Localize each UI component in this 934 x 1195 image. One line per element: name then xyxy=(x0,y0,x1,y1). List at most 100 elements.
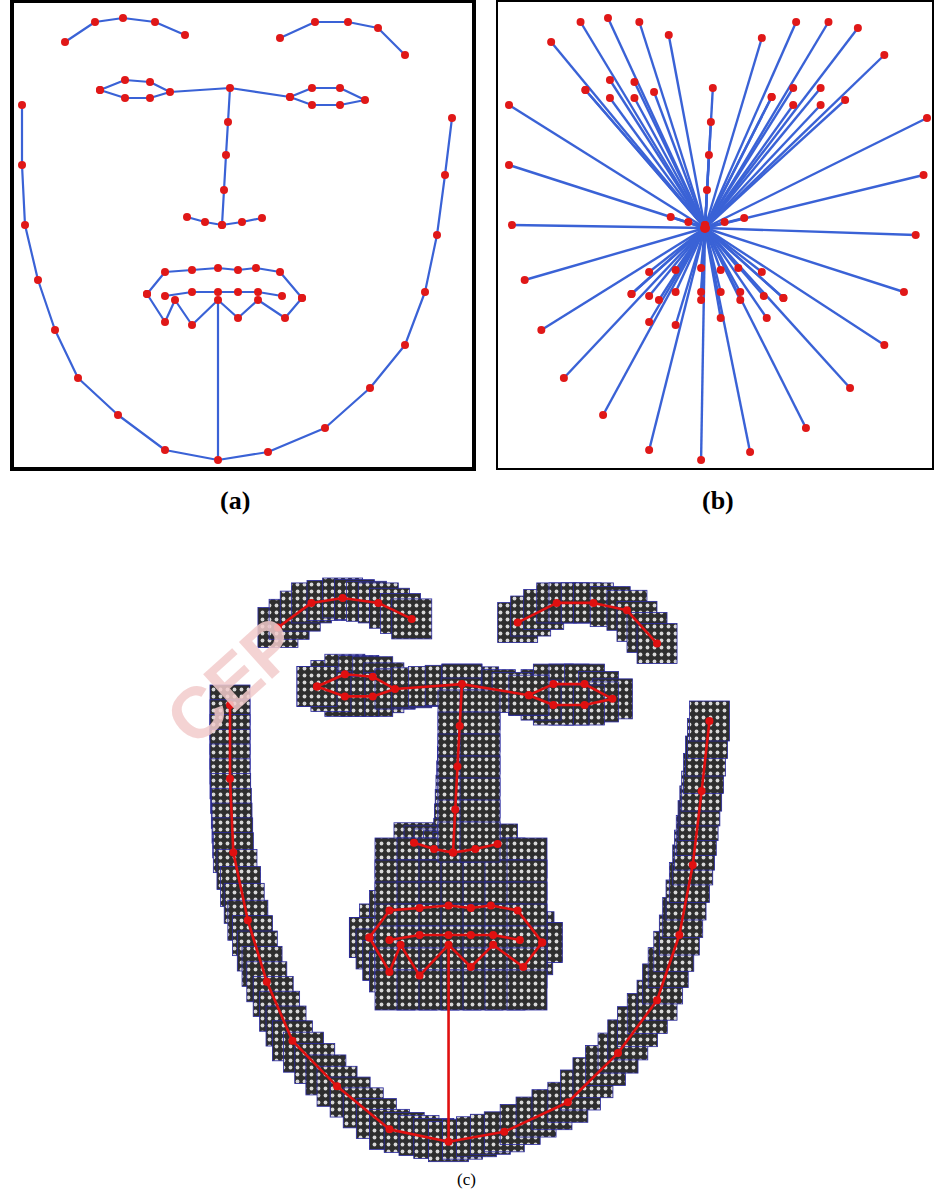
landmark-dot xyxy=(166,88,174,96)
landmark-dot xyxy=(410,839,418,847)
landmark-dot xyxy=(441,171,449,179)
landmark-dot xyxy=(606,94,614,102)
star-spoke xyxy=(705,228,904,292)
landmark-dot xyxy=(614,1049,622,1057)
star-spoke xyxy=(705,228,916,235)
landmark-dot xyxy=(467,963,475,971)
star-spoke xyxy=(705,100,845,228)
texture-patch xyxy=(507,970,547,1010)
star-spoke xyxy=(701,228,705,460)
panel-label: (a) xyxy=(220,486,250,516)
landmark-dot xyxy=(763,314,771,322)
landmark-dot xyxy=(161,292,169,300)
landmark-dot xyxy=(222,151,230,159)
landmark-dot xyxy=(665,31,673,39)
landmark-dot xyxy=(218,221,226,229)
landmark-dot xyxy=(505,161,513,169)
landmark-dot xyxy=(846,384,854,392)
landmark-dot xyxy=(705,151,713,159)
landmark-dot xyxy=(560,374,568,382)
landmark-dot xyxy=(717,288,725,296)
star-spoke xyxy=(705,88,713,228)
star-spoke xyxy=(705,228,806,428)
landmark-dot xyxy=(408,615,416,623)
landmark-dot xyxy=(645,446,653,454)
landmark-dot xyxy=(758,268,766,276)
landmark-dot xyxy=(276,34,284,42)
landmark-dot xyxy=(188,266,196,274)
landmark-dot xyxy=(487,902,495,910)
landmark-dot xyxy=(581,86,589,94)
landmark-dot xyxy=(734,264,742,272)
landmark-dot xyxy=(489,931,497,939)
landmark-dot xyxy=(74,374,82,382)
landmark-edge xyxy=(165,292,282,296)
landmark-dot xyxy=(537,326,545,334)
landmark-dot xyxy=(369,673,377,681)
landmark-dot xyxy=(684,218,692,226)
landmark-edge xyxy=(222,88,230,225)
landmark-edge xyxy=(317,674,395,696)
landmark-dot xyxy=(736,288,744,296)
landmark-dot xyxy=(286,93,294,101)
landmark-dot xyxy=(458,680,466,688)
landmark-dot xyxy=(623,606,631,614)
landmark-dot xyxy=(146,78,154,86)
landmark-dot xyxy=(675,931,683,939)
landmark-dot xyxy=(234,314,242,322)
landmark-dot xyxy=(286,93,294,101)
landmark-dot xyxy=(321,424,329,432)
landmark-dot xyxy=(703,186,711,194)
landmark-dot xyxy=(229,849,237,857)
landmark-dot xyxy=(18,101,26,109)
landmark-edge xyxy=(217,300,219,460)
landmark-edge xyxy=(147,268,302,298)
landmark-dot xyxy=(430,845,438,853)
landmark-dot xyxy=(467,904,475,912)
landmark-dot xyxy=(792,18,800,26)
landmark-dot xyxy=(18,161,26,169)
landmark-dot xyxy=(288,1037,296,1045)
star-spoke xyxy=(581,22,705,228)
landmark-dot xyxy=(449,849,457,857)
landmark-dot xyxy=(553,599,561,607)
landmark-dot xyxy=(645,318,653,326)
landmark-dot xyxy=(672,266,680,274)
texture-patch xyxy=(509,675,549,715)
landmark-dot xyxy=(456,722,464,730)
star-spoke xyxy=(705,88,821,228)
landmark-dot xyxy=(538,938,546,946)
star-spoke xyxy=(551,42,705,228)
landmark-dot xyxy=(151,18,159,26)
landmark-dot xyxy=(451,806,459,814)
landmark-dot xyxy=(505,101,513,109)
landmark-dot xyxy=(119,14,127,22)
landmark-dot xyxy=(521,276,529,284)
panel-label: (b) xyxy=(702,486,734,516)
landmark-dot xyxy=(630,78,638,86)
landmark-edge xyxy=(518,603,657,644)
landmark-dot xyxy=(653,640,661,648)
landmark-dot xyxy=(263,978,271,986)
landmark-dot xyxy=(401,51,409,59)
landmark-dot xyxy=(514,619,522,627)
landmark-dot xyxy=(276,268,284,276)
landmark-dot xyxy=(258,214,266,222)
landmark-dot xyxy=(740,214,748,222)
landmark-edge xyxy=(290,88,365,105)
star-spoke xyxy=(705,228,750,452)
landmark-dot xyxy=(630,94,638,102)
center-dot xyxy=(700,223,710,233)
landmark-dot xyxy=(467,931,475,939)
landmark-dot xyxy=(188,321,196,329)
landmark-dot xyxy=(188,288,196,296)
landmark-dot xyxy=(547,38,555,46)
star-spoke xyxy=(705,97,772,228)
landmark-dot xyxy=(789,101,797,109)
landmark-dot xyxy=(234,266,242,274)
landmark-dot xyxy=(650,88,658,96)
landmark-dot xyxy=(313,683,321,691)
star-spoke xyxy=(705,97,772,228)
landmark-dot xyxy=(758,34,766,42)
landmark-dot xyxy=(308,101,316,109)
